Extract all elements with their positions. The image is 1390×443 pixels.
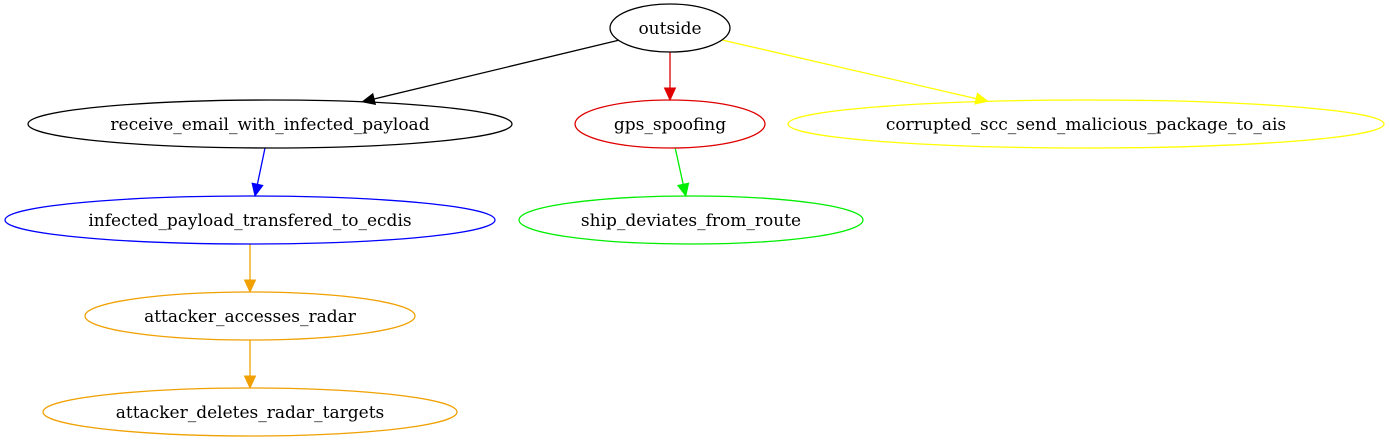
node-attacker_deletes: attacker_deletes_radar_targets — [42, 387, 458, 437]
node-ellipse — [574, 99, 766, 149]
node-label: ship_deviates_from_route — [581, 211, 801, 231]
edges-layer — [243, 39, 989, 390]
edge-arrowhead — [663, 87, 677, 102]
edge-infected_payload-to-attacker_accesses — [243, 244, 257, 294]
node-label: outside — [638, 19, 701, 39]
edge-attacker_accesses-to-attacker_deletes — [243, 340, 257, 390]
node-outside: outside — [609, 3, 731, 53]
node-corrupted_scc: corrupted_scc_send_malicious_package_to_… — [787, 99, 1385, 149]
node-gps_spoofing: gps_spoofing — [574, 99, 766, 149]
node-label: corrupted_scc_send_malicious_package_to_… — [886, 115, 1286, 135]
edge-arrowhead — [243, 279, 257, 294]
node-ellipse — [4, 195, 496, 245]
node-infected_payload: infected_payload_transfered_to_ecdis — [4, 195, 496, 245]
edge-outside-to-corrupted_scc — [721, 39, 989, 105]
nodes-layer: outside receive_email_with_infected_paylo… — [4, 3, 1385, 437]
node-attacker_accesses: attacker_accesses_radar — [84, 291, 416, 341]
node-label: infected_payload_transfered_to_ecdis — [88, 211, 411, 231]
edge-gps_spoofing-to-ship_deviates — [674, 147, 690, 198]
edge-line — [674, 147, 684, 185]
edge-line — [373, 39, 619, 100]
edge-line — [256, 147, 266, 185]
node-ellipse — [609, 3, 731, 53]
edge-receive_email-to-infected_payload — [251, 147, 266, 198]
node-label: gps_spoofing — [614, 115, 726, 135]
edge-arrowhead — [676, 182, 690, 198]
edge-arrowhead — [251, 182, 264, 198]
node-receive_email: receive_email_with_infected_payload — [27, 99, 513, 149]
node-ellipse — [27, 99, 513, 149]
node-ellipse — [787, 99, 1385, 149]
node-ellipse — [84, 291, 416, 341]
node-ellipse — [518, 195, 864, 245]
edge-arrowhead — [243, 375, 257, 390]
node-label: attacker_deletes_radar_targets — [116, 403, 385, 423]
node-label: receive_email_with_infected_payload — [110, 115, 429, 135]
node-ship_deviates: ship_deviates_from_route — [518, 195, 864, 245]
edge-outside-to-gps_spoofing — [663, 52, 677, 102]
node-label: attacker_accesses_radar — [144, 307, 357, 327]
edge-arrowhead — [974, 92, 989, 105]
edge-outside-to-receive_email — [361, 39, 619, 106]
edge-line — [721, 39, 977, 100]
node-ellipse — [42, 387, 458, 437]
